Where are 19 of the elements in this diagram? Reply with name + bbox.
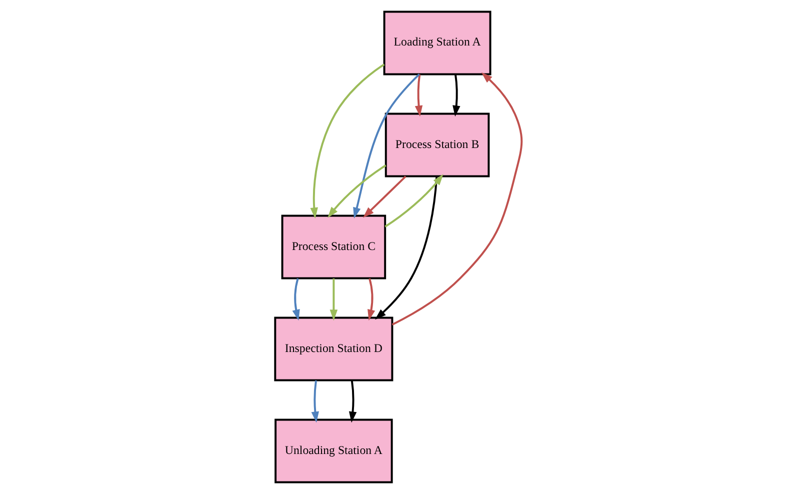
arrow bbox=[391, 72, 522, 326]
arrow bbox=[414, 74, 422, 117]
arrow bbox=[367, 278, 375, 321]
node-box: Inspection Station D bbox=[274, 316, 393, 382]
arrow bbox=[310, 64, 384, 219]
arrow bbox=[292, 278, 300, 321]
node-box: Loading Station A bbox=[382, 10, 491, 76]
arrow bbox=[329, 278, 338, 321]
node-box: Process Station B bbox=[384, 112, 490, 178]
arrow bbox=[352, 74, 420, 219]
arrow bbox=[374, 176, 438, 320]
arrow bbox=[384, 174, 443, 228]
node-box: Unloading Station A bbox=[274, 418, 392, 484]
node-box: Process Station C bbox=[280, 214, 386, 280]
arrow bbox=[452, 74, 460, 117]
arrow bbox=[348, 380, 356, 423]
arrow bbox=[362, 176, 406, 218]
arrow bbox=[327, 164, 386, 218]
arrow bbox=[310, 380, 318, 423]
